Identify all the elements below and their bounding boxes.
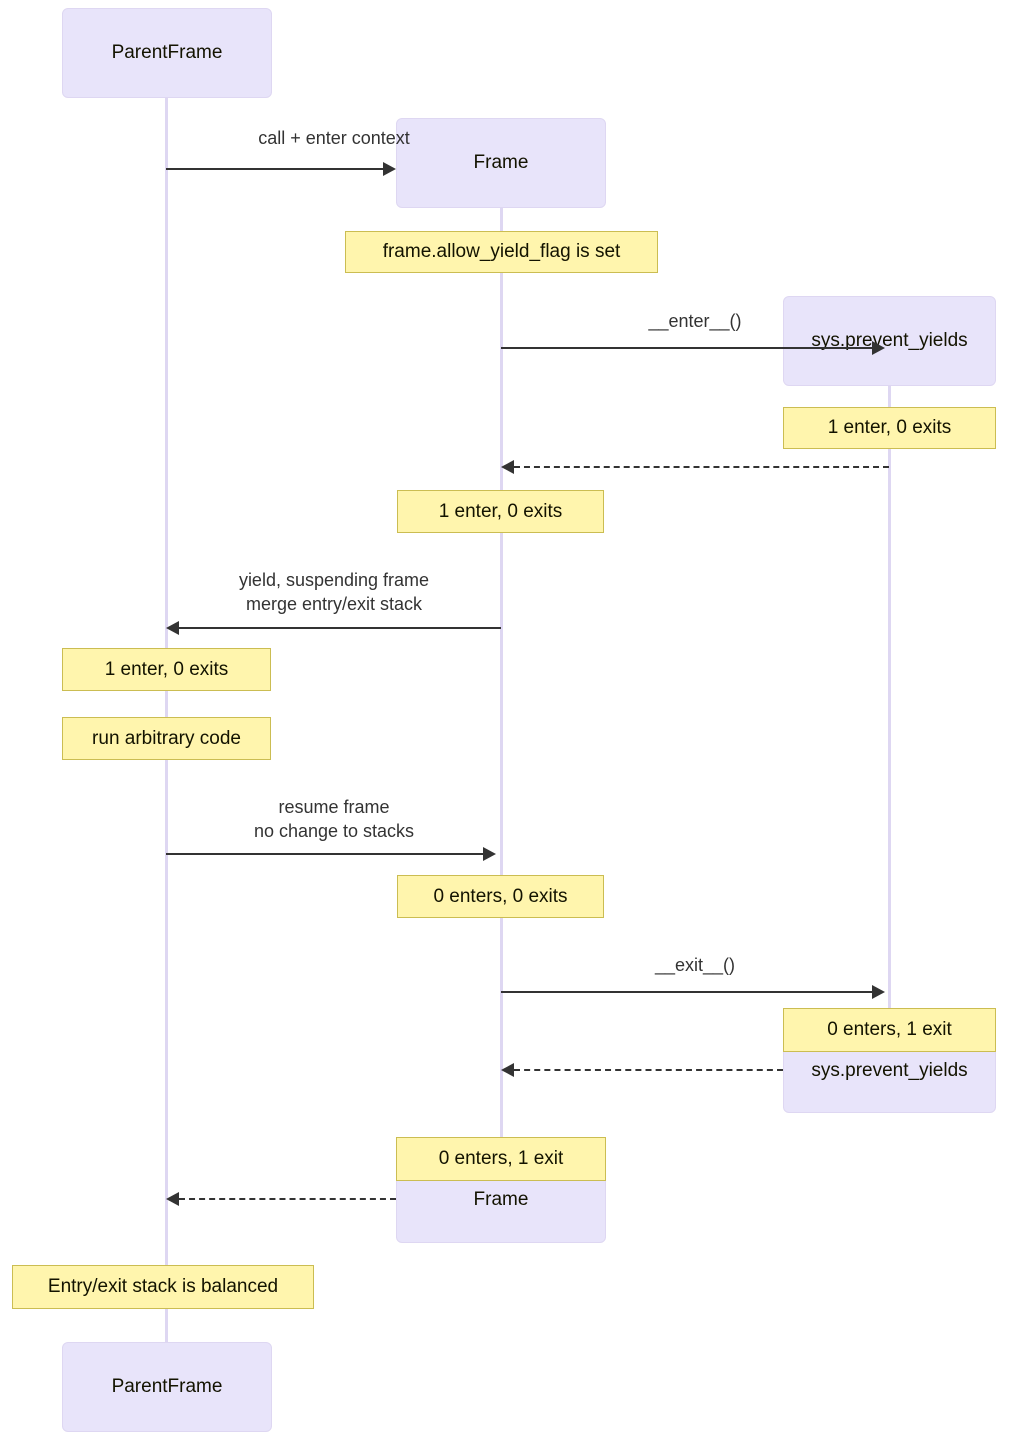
note-text-sys-exit-count: 0 enters, 1 exit [827, 1019, 952, 1041]
actor-box-sys-prevent-yields-bottom[interactable]: sys.prevent_yields [783, 1051, 996, 1113]
actor-label-parentframe-top: ParentFrame [111, 41, 223, 63]
note-sys-enter-count: 1 enter, 0 exits [783, 407, 996, 449]
note-text-parent-enter-count: 1 enter, 0 exits [104, 658, 229, 680]
note-stack-balanced: Entry/exit stack is balanced [12, 1265, 314, 1309]
note-frame-enter-count: 1 enter, 0 exits [397, 490, 604, 533]
lifeline-frame [500, 208, 503, 1180]
note-frame-zero-counts: 0 enters, 0 exits [397, 875, 604, 918]
note-frame-exit-count: 0 enters, 1 exit [396, 1137, 606, 1181]
arrowhead-frame-return [166, 1192, 179, 1206]
message-line-resume-frame [166, 853, 484, 855]
message-line-call-enter-context [166, 168, 384, 170]
message-label-yield-suspend: yield, suspending frame merge entry/exit… [238, 570, 430, 615]
arrowhead-exit-call [872, 985, 885, 999]
message-line-yield-suspend [179, 627, 501, 629]
message-line-enter-return [514, 466, 889, 468]
actor-label-frame-top: Frame [473, 151, 529, 173]
message-line-frame-return [179, 1198, 396, 1200]
message-line-enter-call [501, 347, 873, 349]
message-label-resume-frame: resume frame no change to stacks [253, 797, 415, 842]
note-run-arbitrary-code: run arbitrary code [62, 717, 271, 760]
actor-box-frame-bottom[interactable]: Frame [396, 1180, 606, 1243]
actor-label-sys-prevent-yields-bottom: sys.prevent_yields [811, 1060, 968, 1081]
message-label-exit-call: __exit__() [654, 955, 736, 975]
note-text-allow-yield-flag: frame.allow_yield_flag is set [382, 241, 621, 263]
arrowhead-enter-return [501, 460, 514, 474]
arrowhead-enter-call [872, 341, 885, 355]
actor-label-sys-prevent-yields-top: sys.prevent_yields [811, 329, 968, 351]
note-text-frame-exit-count: 0 enters, 1 exit [438, 1148, 564, 1170]
note-text-frame-enter-count: 1 enter, 0 exits [438, 500, 563, 522]
arrowhead-call-enter-context [383, 162, 396, 176]
arrowhead-resume-frame [483, 847, 496, 861]
actor-label-frame-bottom: Frame [473, 1189, 529, 1210]
message-line-exit-return [514, 1069, 783, 1071]
arrowhead-exit-return [501, 1063, 514, 1077]
actor-box-frame-top[interactable]: Frame [396, 118, 606, 208]
message-line-exit-call [501, 991, 873, 993]
actor-box-parentframe-bottom[interactable]: ParentFrame [62, 1342, 272, 1432]
note-parent-enter-count: 1 enter, 0 exits [62, 648, 271, 691]
note-text-frame-zero-counts: 0 enters, 0 exits [433, 885, 568, 907]
lifeline-sys-prevent-yields [888, 386, 891, 1053]
note-sys-exit-count: 0 enters, 1 exit [783, 1008, 996, 1052]
message-label-call-enter-context: call + enter context [258, 128, 410, 148]
note-text-stack-balanced: Entry/exit stack is balanced [47, 1276, 279, 1298]
note-text-sys-enter-count: 1 enter, 0 exits [827, 417, 952, 439]
note-text-run-arbitrary-code: run arbitrary code [92, 727, 241, 749]
message-label-enter-call: __enter__() [648, 311, 742, 331]
actor-label-parentframe-bottom: ParentFrame [111, 1375, 223, 1397]
actor-box-parentframe-top[interactable]: ParentFrame [62, 8, 272, 98]
actor-box-sys-prevent-yields-top[interactable]: sys.prevent_yields [783, 296, 996, 386]
arrowhead-yield-suspend [166, 621, 179, 635]
note-allow-yield-flag: frame.allow_yield_flag is set [345, 231, 658, 273]
